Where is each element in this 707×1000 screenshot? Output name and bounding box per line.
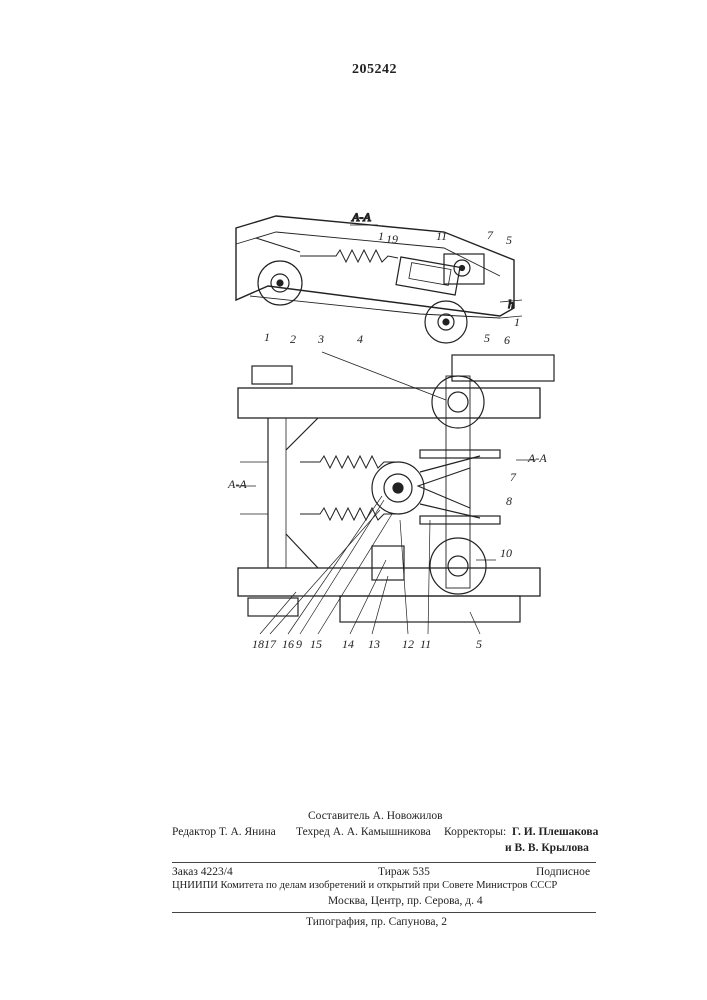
printer: Типография, пр. Сапунова, 2 — [306, 916, 447, 928]
corrector-2: и В. В. Крылова — [505, 842, 589, 854]
compiler-credit: Составитель А. Новожилов — [308, 810, 443, 822]
corrector-1: Г. И. Плешакова — [512, 826, 598, 838]
callout-17: 17 — [264, 637, 277, 651]
callout-12: 12 — [402, 637, 414, 651]
callout-11a: 11 — [436, 229, 447, 243]
callout-5: 5 — [476, 637, 482, 651]
callout-18: 18 — [252, 637, 264, 651]
order-number: Заказ 4223/4 — [172, 866, 233, 878]
circulation: Тираж 535 — [378, 866, 430, 878]
callout-16: 16 — [282, 637, 294, 651]
institute: ЦНИИПИ Комитета по делам изобретений и о… — [172, 880, 557, 891]
callout-14: 14 — [342, 637, 354, 651]
callout-13: 13 — [368, 637, 380, 651]
callout-4: 4 — [357, 332, 363, 346]
callout-1b: 1 — [514, 315, 520, 329]
callout-9: 9 — [296, 637, 302, 651]
callout-8: 8 — [506, 494, 512, 508]
subscription: Подписное — [536, 866, 590, 878]
callout-7a: 7 — [487, 228, 494, 242]
callout-3: 3 — [317, 332, 324, 346]
divider-top — [172, 862, 596, 863]
editor-credit: Редактор Т. А. Янина — [172, 826, 276, 838]
section-label: А-А — [351, 210, 371, 224]
callout-19: 19 — [386, 232, 398, 246]
tech-editor-credit: Техред А. А. Камышникова — [296, 826, 431, 838]
callout-2: 2 — [290, 332, 296, 346]
dimension-label: h — [508, 297, 514, 311]
callout-10: 10 — [500, 546, 512, 560]
section-marker-a-right: А-А — [527, 451, 547, 465]
callout-5b: 5 — [484, 331, 490, 345]
callout-7: 7 — [510, 470, 517, 484]
callout-11: 11 — [420, 637, 431, 651]
callout-5a: 5 — [506, 233, 512, 247]
callout-1a: 1 — [378, 229, 384, 243]
callout-15: 15 — [310, 637, 322, 651]
callout-numbers: 1 19 11 7 5 1 1 2 3 4 5 6 А-А А-А 7 8 10… — [227, 228, 547, 651]
divider-bottom — [172, 912, 596, 913]
address: Москва, Центр, пр. Серова, д. 4 — [328, 895, 483, 907]
section-marker-a-left: А-А — [227, 477, 247, 491]
callout-6: 6 — [504, 333, 510, 347]
callout-1: 1 — [264, 330, 270, 344]
plan-view — [236, 352, 554, 634]
correctors-label: Корректоры: — [444, 826, 506, 838]
